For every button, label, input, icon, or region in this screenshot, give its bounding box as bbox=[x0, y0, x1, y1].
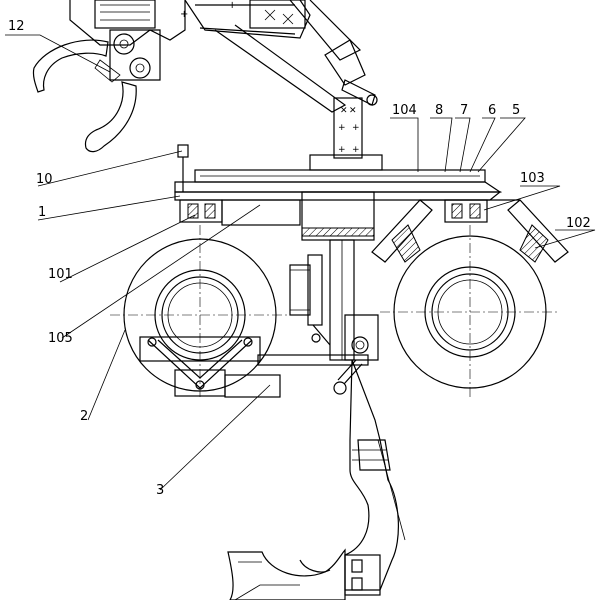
label-8: 8 bbox=[435, 103, 443, 118]
label-6: 6 bbox=[488, 103, 496, 118]
leader-lines bbox=[5, 34, 596, 600]
label-7: 7 bbox=[460, 103, 468, 118]
left-wheel bbox=[110, 225, 290, 400]
label-105: 105 bbox=[48, 331, 73, 346]
svg-text:+: + bbox=[352, 145, 360, 155]
label-102: 102 bbox=[566, 216, 591, 231]
lower-clamp-arm bbox=[227, 359, 406, 600]
label-1: 1 bbox=[38, 205, 46, 220]
svg-text:+: + bbox=[352, 123, 360, 133]
main-frame bbox=[174, 144, 502, 395]
label-103: 103 bbox=[520, 171, 545, 186]
svg-text:+: + bbox=[338, 123, 346, 133]
part-labels: 12 10 1 101 105 2 3 104 8 7 6 5 103 102 bbox=[8, 19, 591, 498]
top-gripper-assembly: + + ✕ ✕ + + + + bbox=[32, 0, 378, 159]
svg-text:+: + bbox=[180, 9, 188, 20]
label-12: 12 bbox=[8, 19, 25, 34]
bearing-block-right bbox=[444, 199, 488, 223]
label-3: 3 bbox=[156, 483, 164, 498]
label-2: 2 bbox=[80, 409, 88, 424]
svg-text:+: + bbox=[338, 145, 346, 155]
label-10: 10 bbox=[36, 172, 53, 187]
svg-text:✕: ✕ bbox=[340, 106, 348, 116]
right-wheel bbox=[371, 199, 569, 398]
label-104: 104 bbox=[392, 103, 417, 118]
svg-text:✕: ✕ bbox=[349, 106, 357, 116]
label-101: 101 bbox=[48, 267, 73, 282]
label-5: 5 bbox=[512, 103, 520, 118]
bearing-block-left bbox=[179, 199, 223, 223]
svg-text:+: + bbox=[228, 0, 236, 11]
